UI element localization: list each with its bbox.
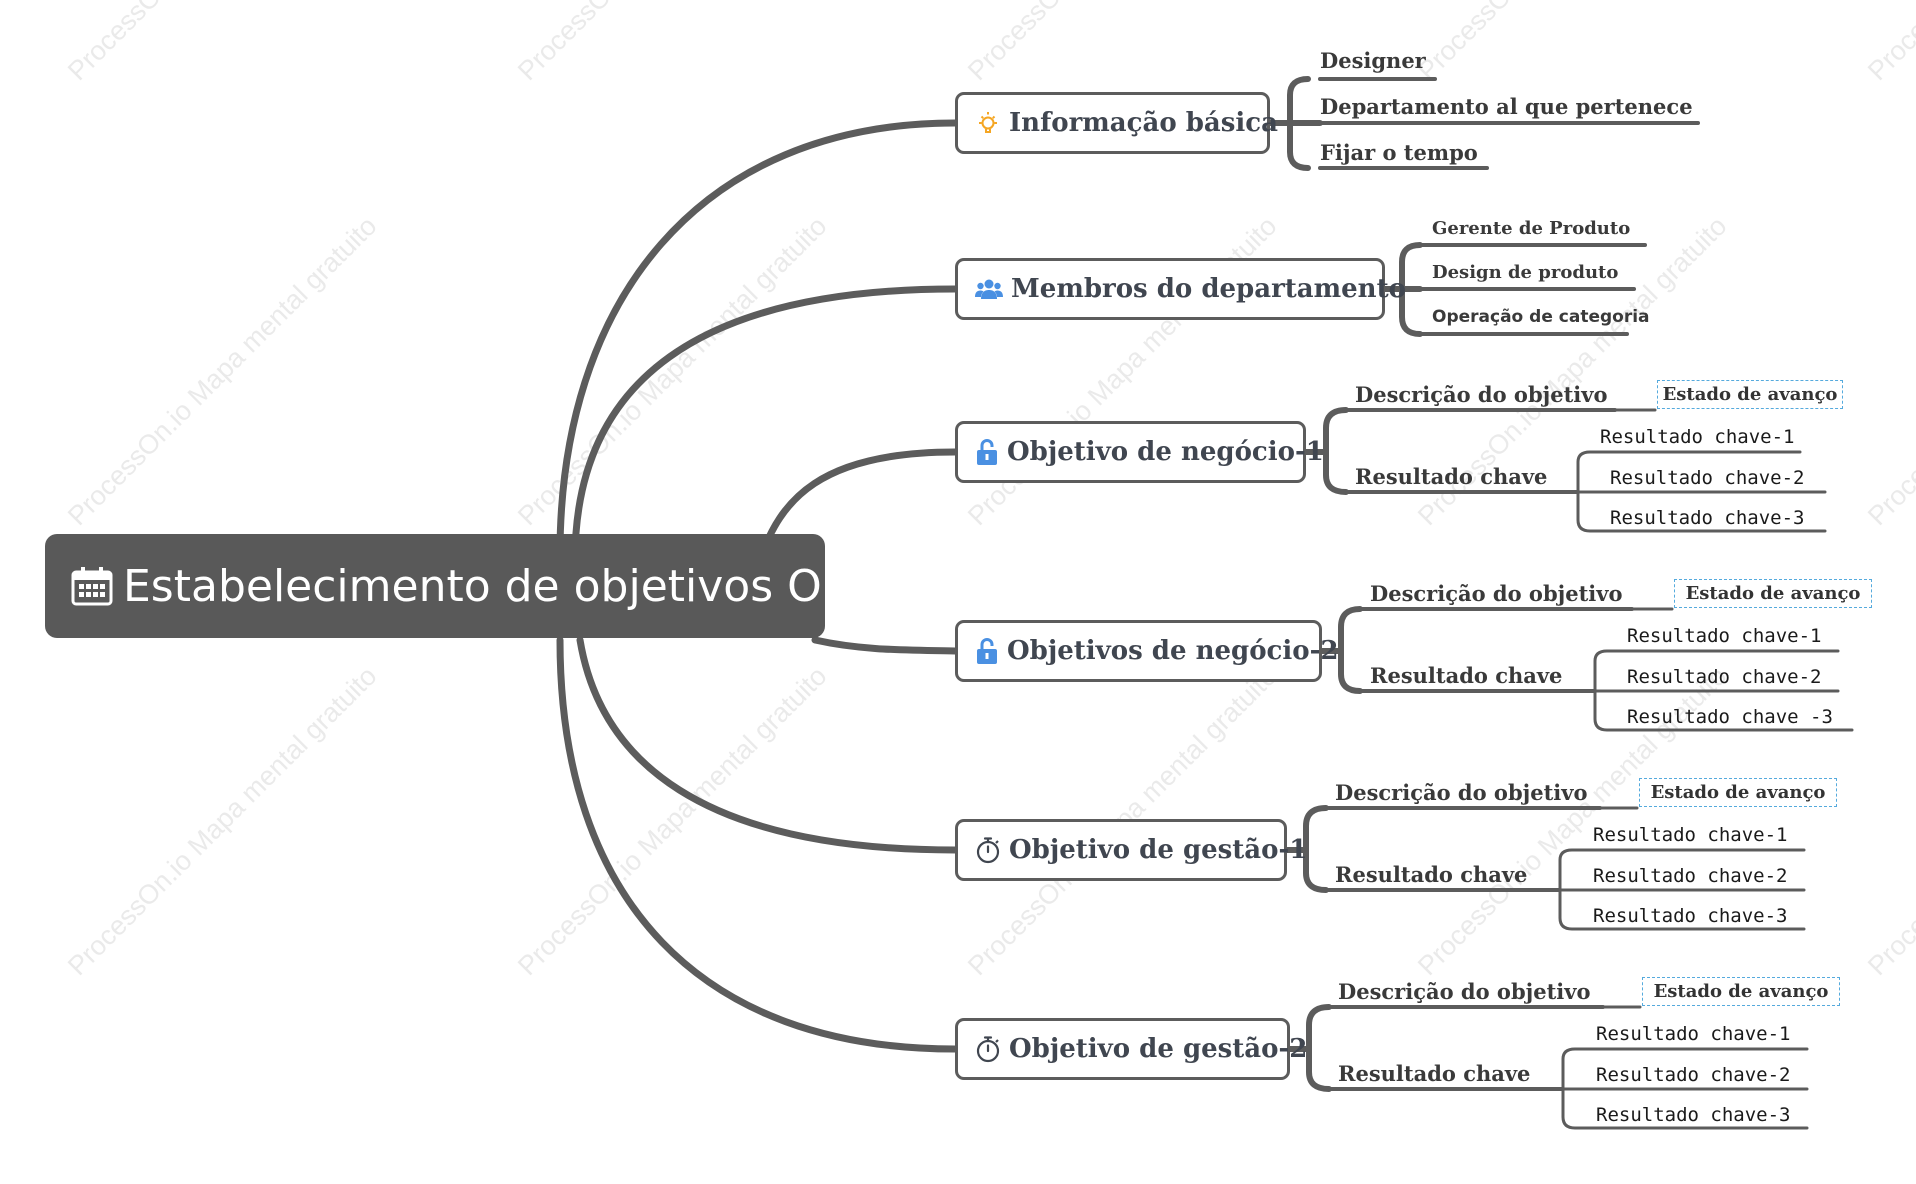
- objective-description[interactable]: Descrição do objetivo: [1338, 979, 1591, 1004]
- key-result-3[interactable]: Resultado chave-3: [1593, 905, 1788, 927]
- key-result-1[interactable]: Resultado chave-1: [1593, 824, 1788, 846]
- connector-branch-6-bracket: [1306, 1004, 1332, 1092]
- leaf-design-de-produto[interactable]: Design de produto: [1432, 262, 1619, 283]
- objective-description[interactable]: Descrição do objetivo: [1370, 581, 1623, 606]
- stopwatch-icon: [975, 835, 1001, 865]
- key-result-1[interactable]: Resultado chave-1: [1600, 426, 1795, 448]
- connector-root-to-branch-6: [556, 636, 959, 1053]
- key-result-3[interactable]: Resultado chave -3: [1627, 706, 1833, 728]
- status-tag[interactable]: Estado de avanço: [1674, 579, 1872, 608]
- branch-title: Objetivo de negócio-1: [1007, 437, 1324, 467]
- leaf-operacao-de-categoria[interactable]: Operação de categoria: [1432, 307, 1650, 327]
- branch-title: Objetivo de gestão-1: [1009, 835, 1308, 865]
- branch-informacao-basica[interactable]: Informação básica: [955, 92, 1278, 154]
- branch-membros-do-departamento[interactable]: Membros do departamento: [955, 258, 1406, 320]
- key-result-2[interactable]: Resultado chave-2: [1596, 1064, 1791, 1086]
- status-tag[interactable]: Estado de avanço: [1639, 778, 1837, 807]
- key-result-3[interactable]: Resultado chave-3: [1610, 507, 1805, 529]
- branch-title: Informação básica: [1009, 108, 1278, 138]
- stopwatch-icon: [975, 1034, 1001, 1064]
- objective-description[interactable]: Descrição do objetivo: [1335, 780, 1588, 805]
- key-result-label[interactable]: Resultado chave: [1355, 464, 1548, 489]
- people-icon: [975, 274, 1003, 304]
- leaf-designer[interactable]: Designer: [1320, 48, 1426, 73]
- key-result-label[interactable]: Resultado chave: [1370, 663, 1563, 688]
- leaf-departamento[interactable]: Departamento al que pertenece: [1320, 94, 1693, 119]
- status-tag[interactable]: Estado de avanço: [1642, 977, 1840, 1006]
- key-result-1[interactable]: Resultado chave-1: [1627, 625, 1822, 647]
- key-result-2[interactable]: Resultado chave-2: [1610, 467, 1805, 489]
- connector-branch-4-bracket: [1338, 606, 1363, 694]
- branch-objetivo-de-gestao-2[interactable]: Objetivo de gestão-2: [955, 1018, 1307, 1080]
- unlock-icon: [975, 636, 999, 666]
- key-result-label[interactable]: Resultado chave: [1338, 1061, 1531, 1086]
- leaf-fijar-o-tempo[interactable]: Fijar o tempo: [1320, 140, 1478, 165]
- key-result-label[interactable]: Resultado chave: [1335, 862, 1528, 887]
- connector-root-to-branch-5: [576, 636, 959, 854]
- branch-title: Membros do departamento: [1011, 274, 1406, 304]
- connector-root-to-branch-2: [571, 285, 959, 564]
- connector-root-to-branch-4: [811, 636, 959, 655]
- connector-root-to-branch-1: [556, 119, 959, 564]
- key-result-2[interactable]: Resultado chave-2: [1593, 865, 1788, 887]
- branch-title: Objetivos de negócio-2: [1007, 636, 1339, 666]
- branch-objetivo-de-negocio-1[interactable]: Objetivo de negócio-1: [955, 421, 1324, 483]
- status-tag[interactable]: Estado de avanço: [1657, 380, 1843, 409]
- central-topic-title: Estabelecimento de objetivos OKR: [123, 560, 882, 612]
- connector-branch-5-bracket: [1303, 805, 1329, 893]
- key-result-3[interactable]: Resultado chave-3: [1596, 1104, 1791, 1126]
- branch-objetivo-de-gestao-1[interactable]: Objetivo de gestão-1: [955, 819, 1307, 881]
- objective-description[interactable]: Descrição do objetivo: [1355, 382, 1608, 407]
- branch-title: Objetivo de gestão-2: [1009, 1034, 1308, 1064]
- branch-objetivos-de-negocio-2[interactable]: Objetivos de negócio-2: [955, 620, 1338, 682]
- central-topic[interactable]: Estabelecimento de objetivos OKR: [45, 534, 881, 638]
- lightbulb-icon: [975, 108, 1001, 138]
- key-result-1[interactable]: Resultado chave-1: [1596, 1023, 1791, 1045]
- connector-branch-3-bracket: [1323, 407, 1349, 495]
- leaf-gerente-de-produto[interactable]: Gerente de Produto: [1432, 218, 1631, 239]
- unlock-icon: [975, 437, 999, 467]
- key-result-2[interactable]: Resultado chave-2: [1627, 666, 1822, 688]
- calendar-icon: [71, 566, 113, 606]
